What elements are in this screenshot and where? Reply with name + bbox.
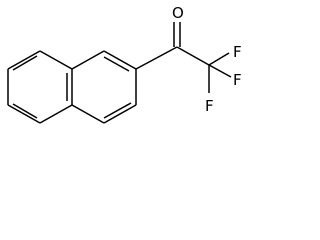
bond-cf3-fluorine-top-right xyxy=(208,52,230,66)
bond-naphthalene-left-top xyxy=(7,50,41,70)
trifluoroacetyl-group xyxy=(135,22,232,93)
bond-naphthalene-right-top-right xyxy=(103,50,137,70)
naphthalene-ring-system xyxy=(7,50,137,124)
bond-naphthalene-left-top-inner xyxy=(12,55,38,71)
fluorine-label-right: F xyxy=(233,71,242,89)
bond-naphthalene-right-bottom xyxy=(103,104,137,124)
chemical-structure-diagram: O F F F xyxy=(7,4,242,124)
oxygen-label: O xyxy=(172,4,184,22)
bond-carbonyl-cf3 xyxy=(176,46,210,66)
bond-aryl-carbonyl xyxy=(135,46,178,70)
bond-naphthalene-bottom-right-center xyxy=(71,104,105,124)
fluorine-label-top-right: F xyxy=(233,43,242,61)
bond-naphthalene-left-top-right xyxy=(39,50,73,70)
atom-labels: O F F F xyxy=(172,4,242,115)
bond-naphthalene-left-bottom-inner xyxy=(12,103,38,119)
bond-naphthalene-right-bottom-inner xyxy=(103,102,132,119)
bond-naphthalene-bottom-center xyxy=(39,104,73,124)
bond-naphthalene-left-bottom xyxy=(7,104,41,124)
bond-naphthalene-right-top-right-inner xyxy=(103,56,130,72)
fluorine-label-bottom: F xyxy=(205,97,214,115)
bond-cf3-fluorine-right xyxy=(208,64,232,78)
bond-naphthalene-right-top-left xyxy=(71,50,105,70)
